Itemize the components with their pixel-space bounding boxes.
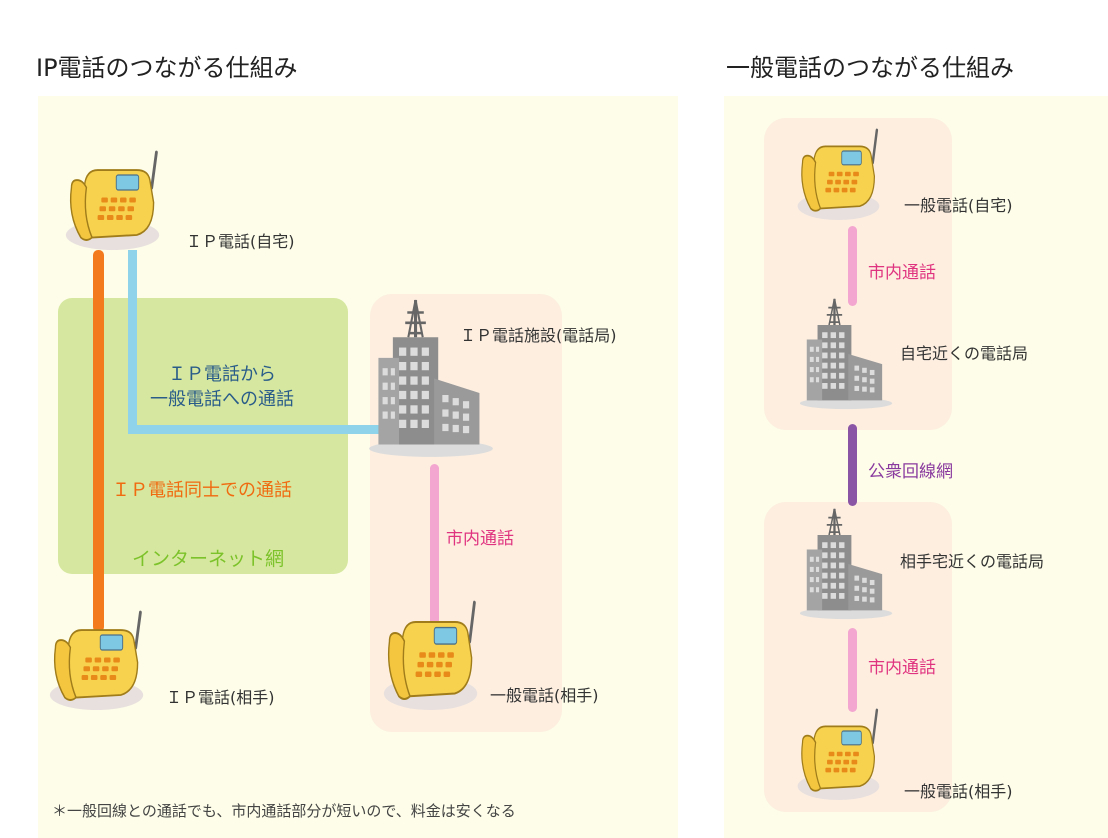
partner-phone-icon: [796, 708, 894, 800]
ip-to-general-line-vertical: [128, 250, 137, 434]
internet-zone: [58, 298, 348, 574]
partner-office-label: 相手宅近くの電話局: [900, 552, 1045, 571]
ip-partner-phone-icon: [48, 610, 160, 710]
general-partner-phone-icon: [382, 600, 494, 710]
general-partner-label: 一般電話(相手): [490, 686, 599, 705]
home-phone-label: 一般電話(自宅): [904, 196, 1013, 215]
left-local-call-label: 市内通話: [446, 529, 514, 549]
ip-home-label: ＩＰ電話(自宅): [186, 232, 295, 251]
ip-to-ip-line: [93, 250, 104, 632]
ip-to-general-line-horizontal: [128, 425, 384, 434]
footnote: ＊一般回線との通話でも、市内通話部分が短いので、料金は安くなる: [52, 802, 516, 820]
right-diagram-title: 一般電話のつながる仕組み: [726, 54, 1014, 82]
ip-to-general-label: ＩＰ電話から 一般電話への通話: [150, 362, 294, 412]
partner-office-building-icon: [796, 506, 896, 622]
right-local-call-line-1: [848, 226, 857, 306]
ip-home-phone-icon: [64, 150, 176, 250]
public-network-line: [848, 424, 857, 506]
ip-to-general-label-line1: ＩＰ電話から: [168, 364, 276, 385]
right-local-call-label-2: 市内通話: [868, 658, 936, 678]
ip-partner-label: ＩＰ電話(相手): [166, 688, 275, 707]
home-phone-icon: [796, 128, 894, 220]
ip-to-ip-label: ＩＰ電話同士での通話: [112, 480, 292, 501]
right-local-call-line-2: [848, 628, 857, 712]
partner-phone-label: 一般電話(相手): [904, 782, 1013, 801]
left-diagram-title: IP電話のつながる仕組み: [36, 54, 298, 82]
ip-to-general-label-line2: 一般電話への通話: [150, 389, 294, 410]
right-local-call-label-1: 市内通話: [868, 263, 936, 283]
public-network-label: 公衆回線網: [868, 462, 953, 482]
ip-facility-label: ＩＰ電話施設(電話局): [460, 326, 617, 345]
home-office-building-icon: [796, 296, 896, 412]
left-local-call-line: [430, 464, 439, 628]
internet-network-label: インターネット網: [132, 548, 285, 570]
ip-facility-building-icon: [364, 296, 498, 461]
home-office-label: 自宅近くの電話局: [900, 344, 1029, 363]
